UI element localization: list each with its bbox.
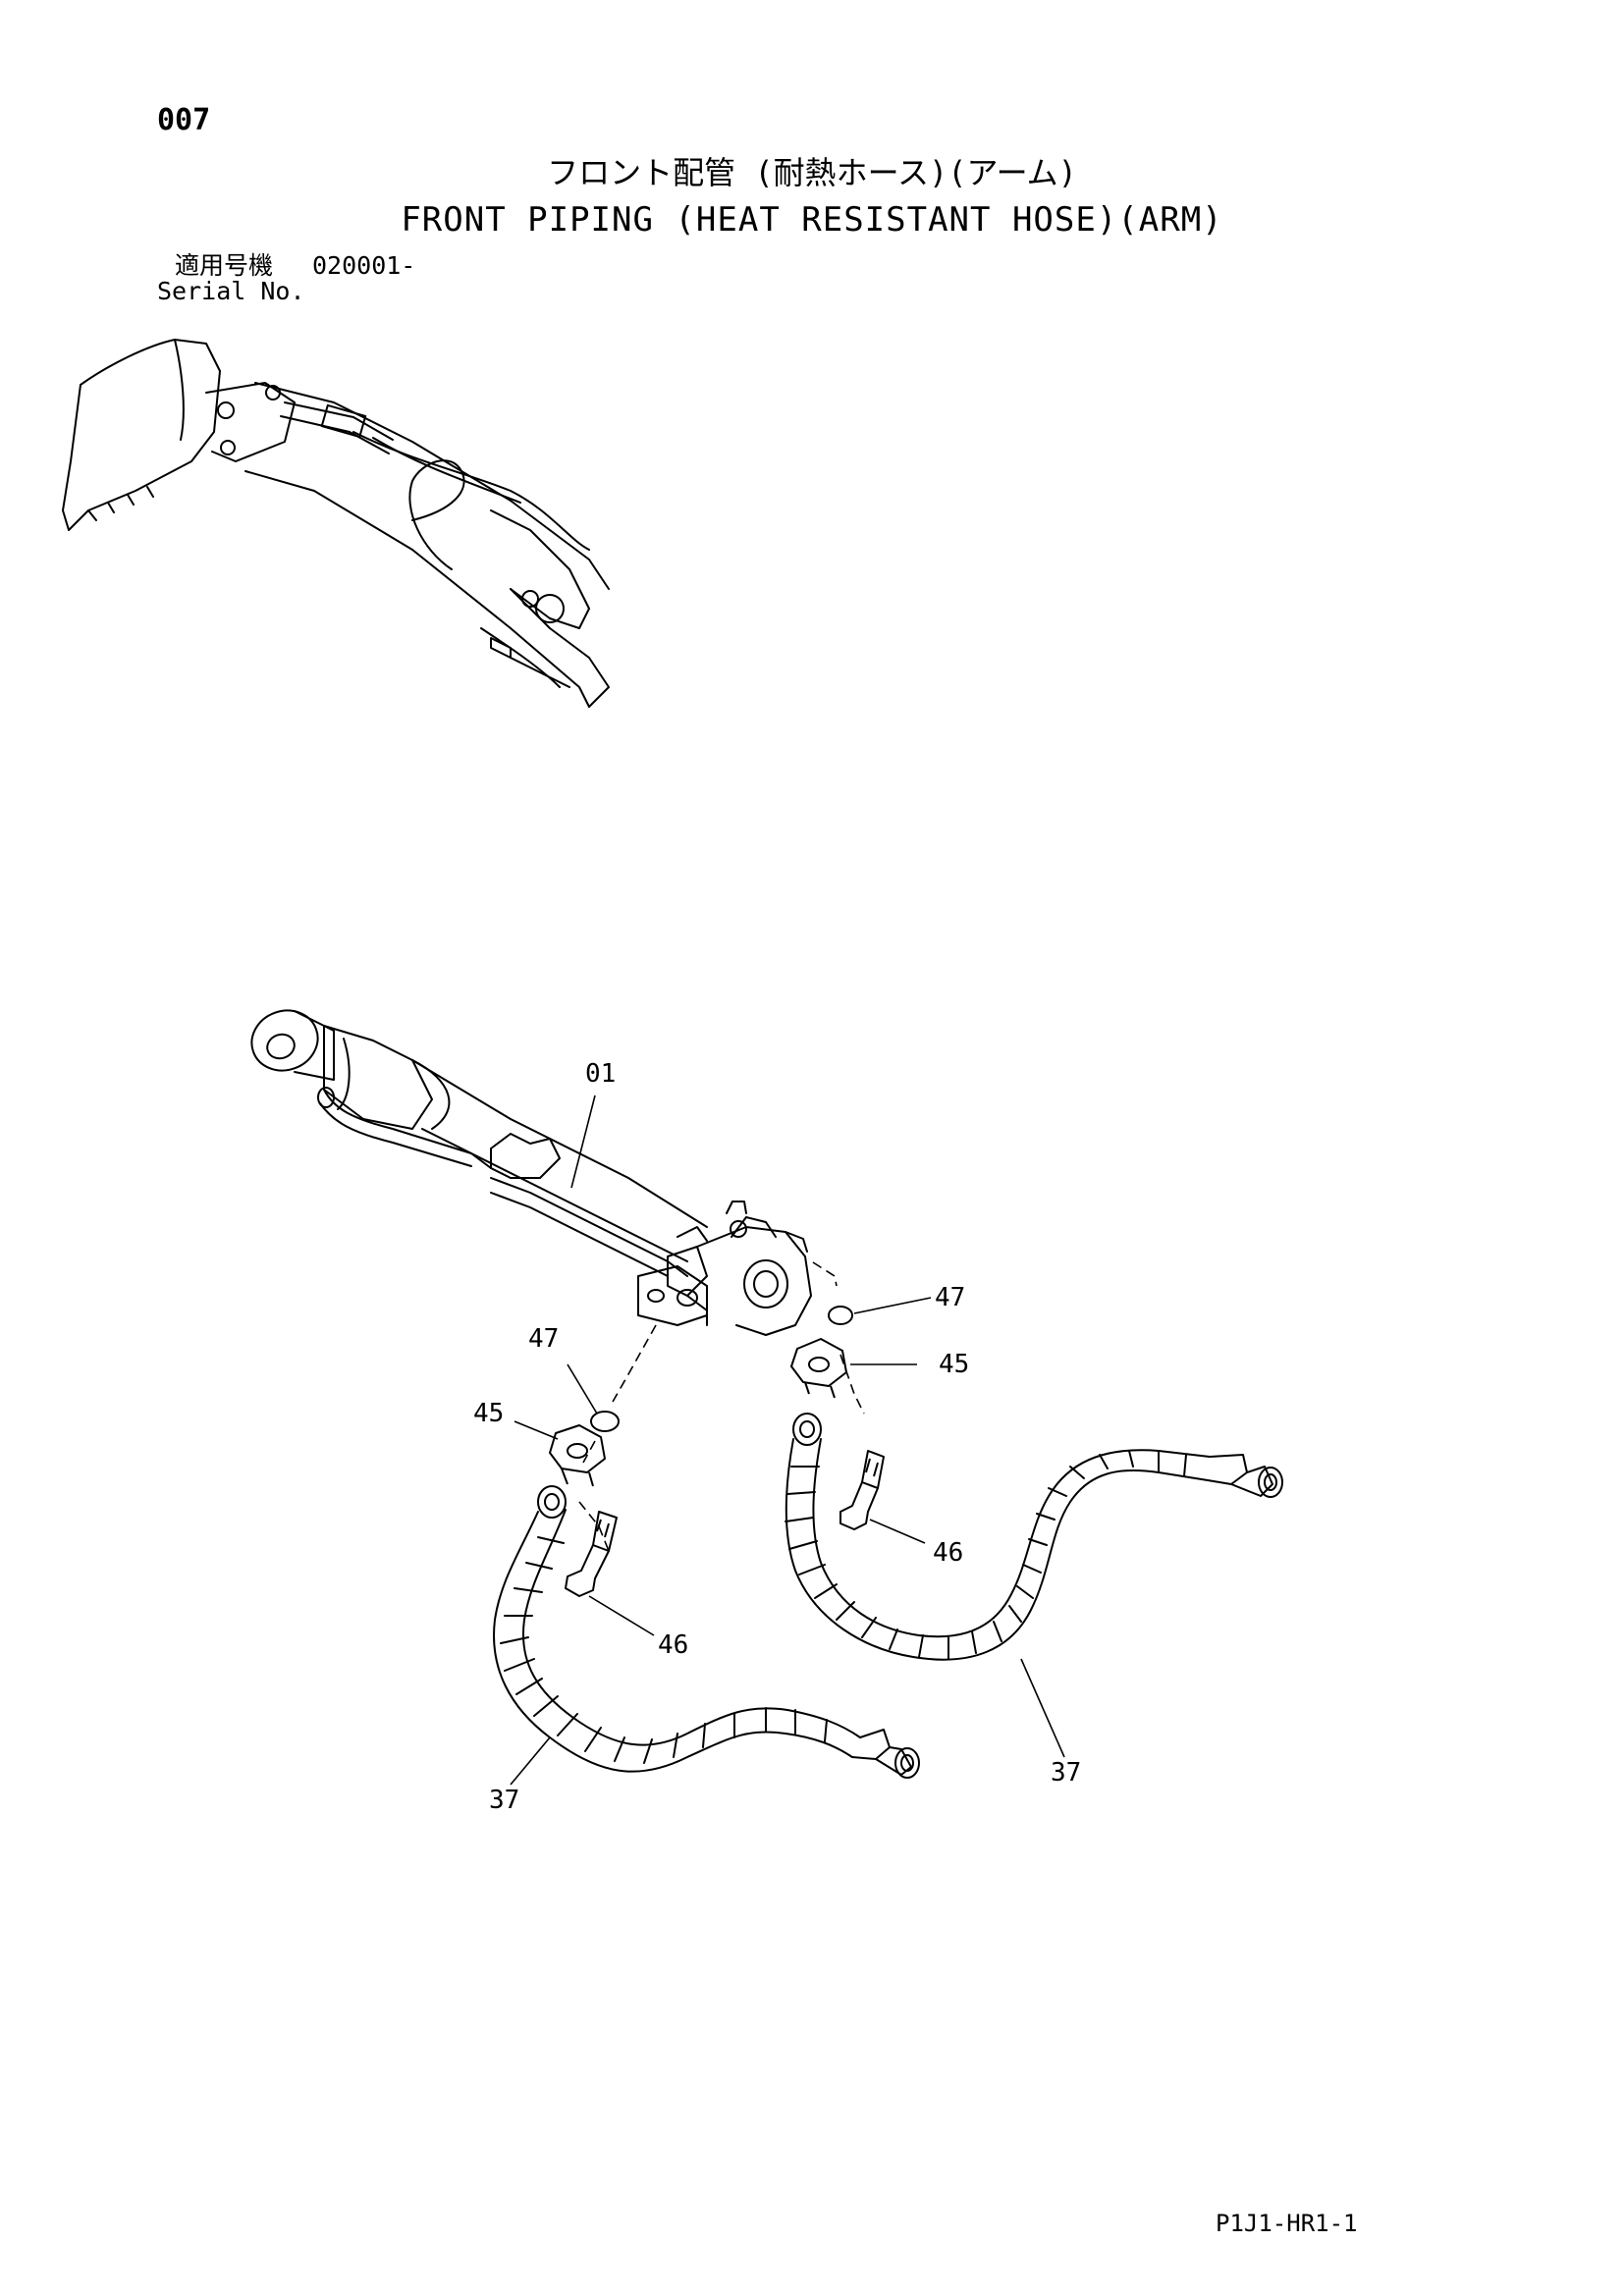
page-code: P1J1-HR1-1 — [1216, 2210, 1358, 2237]
title-japanese: フロント配管 (耐熱ホース)(アーム) — [547, 154, 1077, 191]
o-ring-left — [590, 1411, 620, 1432]
bucket-outline — [62, 339, 221, 531]
leader-45-left — [514, 1420, 559, 1440]
callout-46-left: 46 — [658, 1630, 688, 1660]
callout-47-right: 47 — [935, 1283, 965, 1312]
leader-01 — [570, 1095, 596, 1189]
serial-number-value: 020001- — [312, 251, 416, 280]
callout-37-left: 37 — [489, 1786, 519, 1815]
callout-37-right: 37 — [1051, 1758, 1081, 1788]
o-ring-right — [828, 1306, 853, 1325]
assembly-guide-lines — [578, 1261, 865, 1552]
split-flange-right — [790, 1338, 847, 1399]
overview-excavator-arm-sketch — [62, 339, 610, 708]
arm-cylinder-assembly — [250, 1009, 812, 1336]
bolt-left — [565, 1511, 618, 1597]
leader-37-right — [1020, 1658, 1065, 1758]
leader-46-left — [588, 1595, 655, 1636]
page-number: 007 — [157, 103, 211, 137]
leader-47-left — [567, 1363, 598, 1415]
heat-resistant-hose-left — [493, 1485, 920, 1779]
callout-46-right: 46 — [933, 1538, 963, 1568]
heat-resistant-hose-right — [785, 1413, 1283, 1661]
callout-45-right: 45 — [939, 1350, 969, 1379]
leader-47-right — [853, 1297, 932, 1314]
serial-label-english: Serial No. — [157, 277, 305, 305]
leader-lines — [510, 1095, 1065, 1786]
leader-37-left — [510, 1736, 551, 1786]
callout-labels: 01 47 45 47 45 46 46 37 37 — [473, 1059, 1081, 1815]
callout-01: 01 — [585, 1059, 616, 1089]
title-english: FRONT PIPING (HEAT RESISTANT HOSE)(ARM) — [401, 200, 1223, 240]
callout-45-left: 45 — [473, 1399, 504, 1428]
serial-label-japanese: 適用号機 — [175, 251, 274, 280]
callout-47-left: 47 — [528, 1324, 559, 1354]
split-flange-left — [549, 1424, 606, 1487]
bolt-right — [839, 1450, 885, 1530]
leader-46-right — [869, 1519, 926, 1544]
